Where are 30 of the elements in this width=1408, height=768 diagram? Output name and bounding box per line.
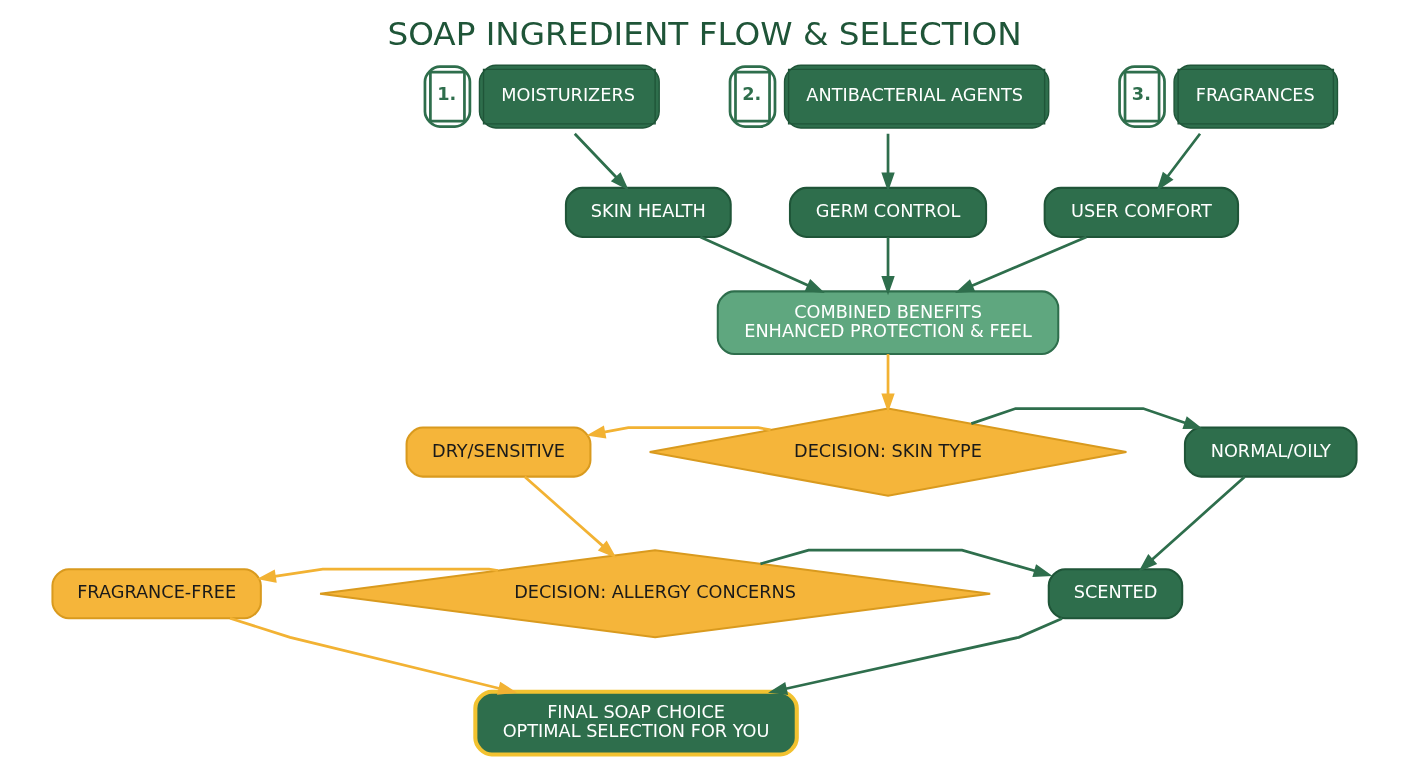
arrow: [229, 617, 517, 695]
arrow: [1156, 132, 1201, 191]
node-box: FINAL SOAP CHOICE OPTIMAL SELECTION FOR YOU: [472, 689, 799, 757]
node-diamond: DECISION: ALLERGY CONCERNS: [318, 549, 991, 639]
node-box: GERM CONTROL: [788, 186, 987, 238]
arrow: [699, 235, 825, 293]
arrow: [880, 133, 895, 192]
arrow: [1137, 475, 1246, 572]
node-box: FRAGRANCE-FREE: [50, 568, 262, 620]
node-label: 3.: [1131, 83, 1151, 104]
arrow: [970, 407, 1203, 429]
node-box: SKIN HEALTH: [564, 186, 732, 238]
diagram-title: SOAP INGREDIENT FLOW & SELECTION: [386, 15, 1022, 54]
arrow: [880, 354, 895, 413]
arrow: [767, 617, 1063, 696]
node-diamond: DECISION: SKIN TYPE: [648, 407, 1127, 497]
arrow: [573, 132, 629, 191]
arrow: [880, 237, 895, 296]
node-box: DRY/SENSITIVE: [405, 426, 591, 478]
arrow: [523, 475, 617, 559]
node-box: NORMAL/OILY: [1183, 426, 1358, 478]
node-box: COMBINED BENEFITS ENHANCED PROTECTION & FEEL: [716, 290, 1059, 356]
node-label: 2.: [741, 83, 761, 104]
arrow: [585, 425, 771, 439]
arrow: [954, 235, 1087, 293]
arrow: [256, 567, 498, 583]
node-label: 1.: [436, 83, 456, 104]
arrow: [759, 548, 1053, 578]
node-box: SCENTED: [1047, 568, 1183, 620]
node-box: USER COMFORT: [1043, 186, 1239, 238]
